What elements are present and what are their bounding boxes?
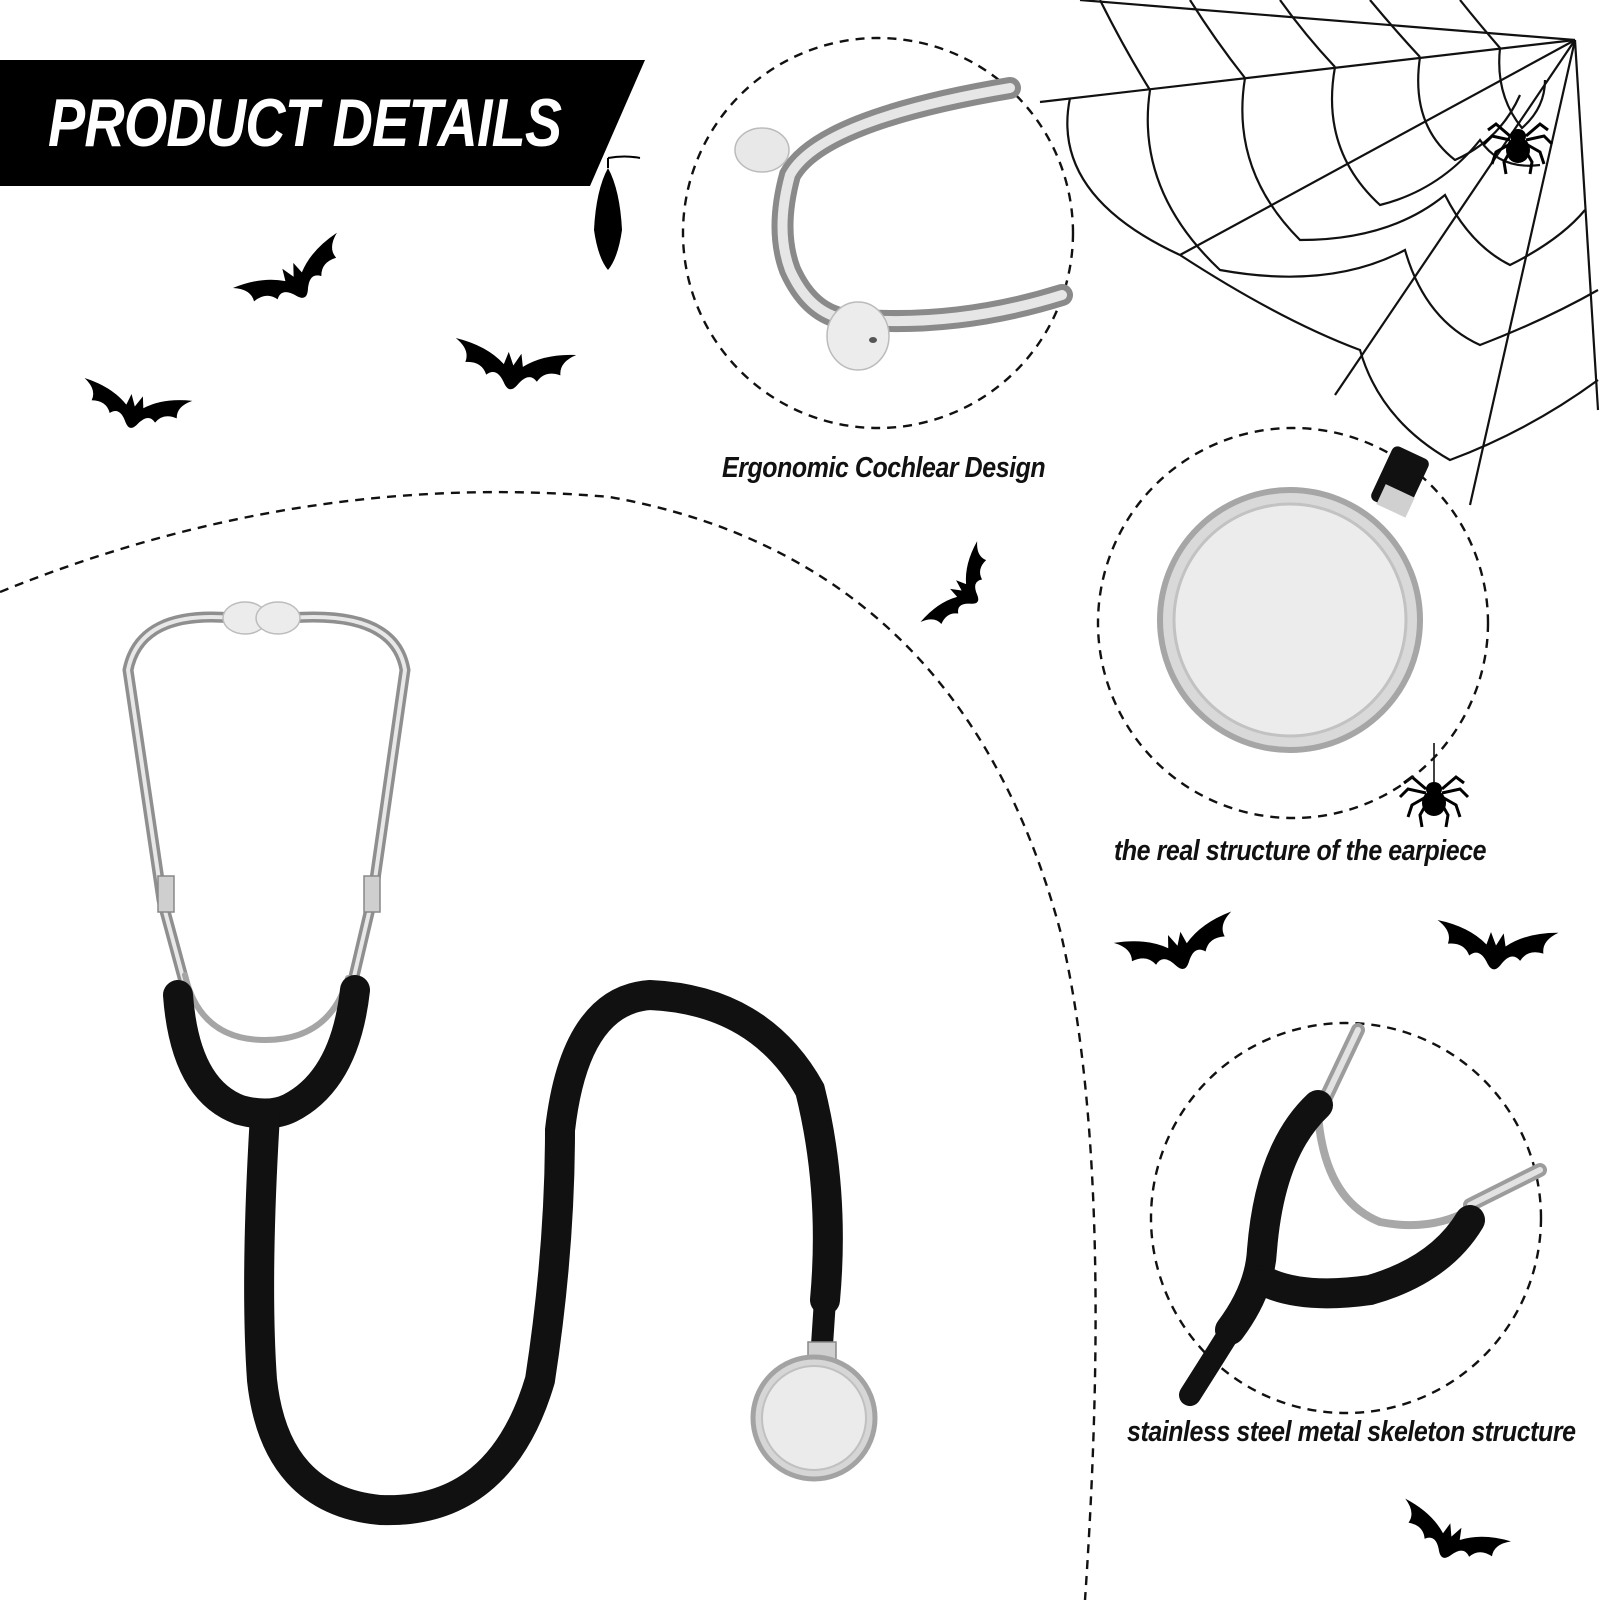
bat-icon — [594, 155, 641, 270]
product-details-banner: PRODUCT DETAILS — [0, 60, 645, 186]
caption-skeleton: stainless steel metal skeleton structure — [1127, 1416, 1576, 1448]
ear-tube-image — [734, 77, 1073, 371]
caption-ear-tips: Ergonomic Cochlear Design — [722, 452, 1046, 484]
banner-shape — [0, 60, 645, 186]
banner-title: PRODUCT DETAILS — [48, 85, 562, 161]
skeleton-image — [1179, 1023, 1547, 1406]
chestpiece-image — [1157, 446, 1429, 753]
caption-chestpiece: the real structure of the earpiece — [1114, 835, 1487, 867]
spider-icon — [1482, 122, 1554, 175]
